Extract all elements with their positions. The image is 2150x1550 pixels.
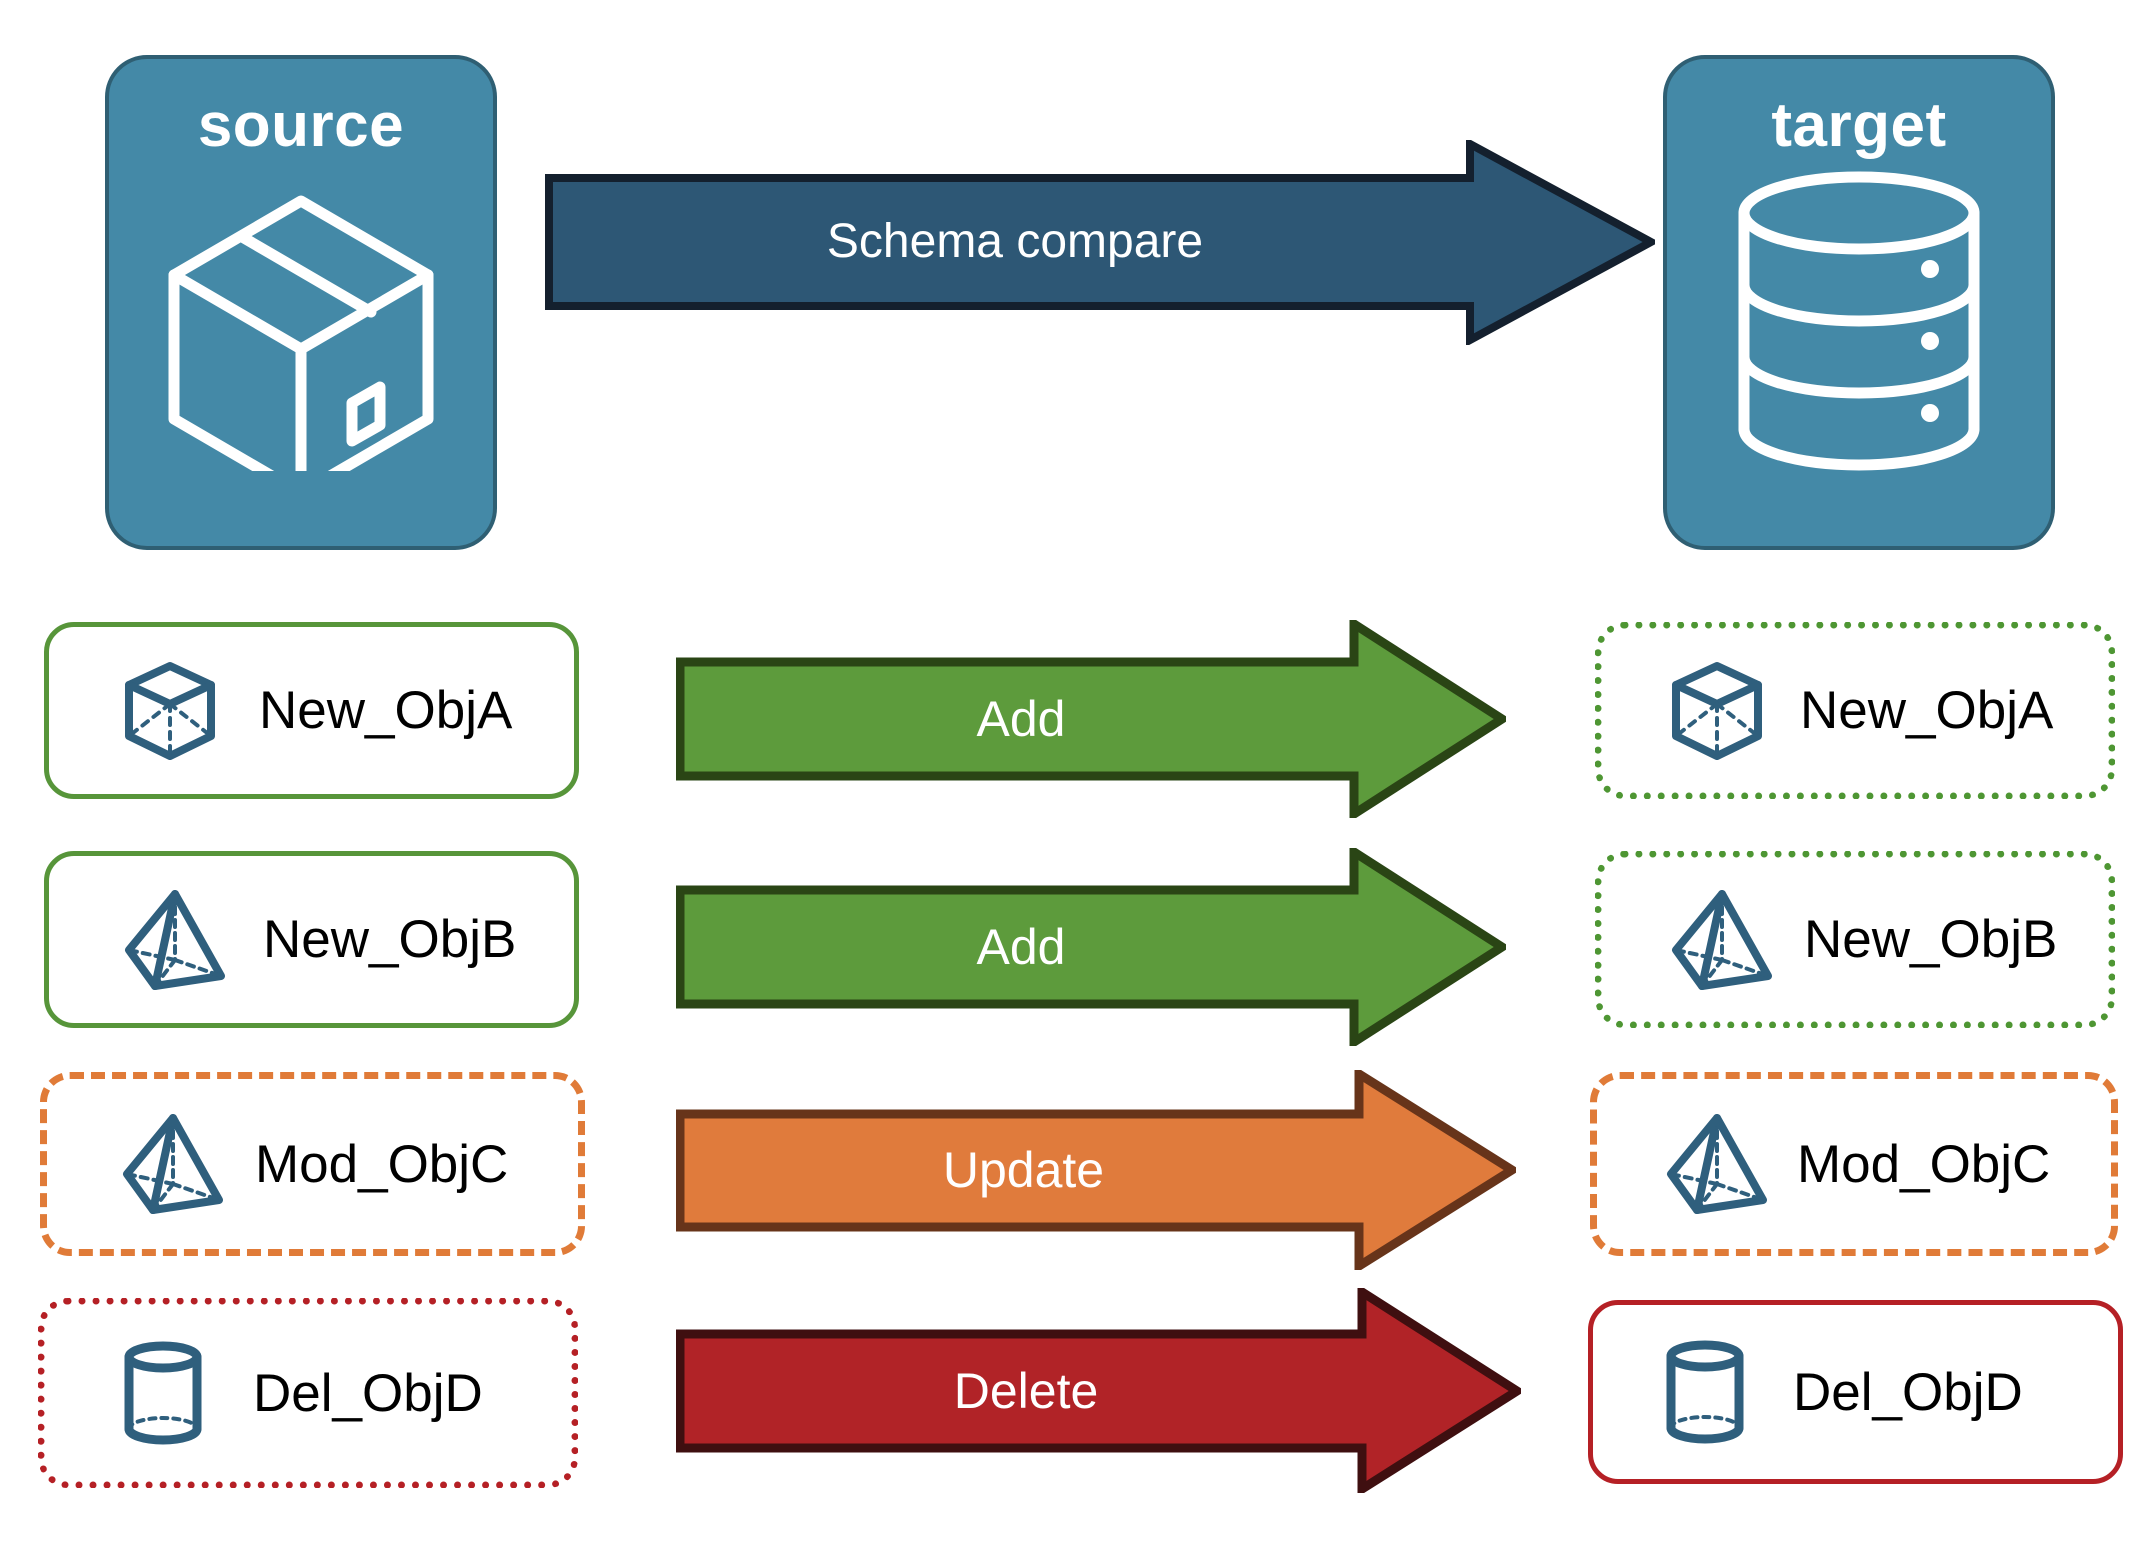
wireframe-cube-icon <box>123 660 217 762</box>
endpoint-target-label: target <box>1771 91 1947 160</box>
target-object-box-1[interactable]: New_ObjB <box>1595 851 2115 1028</box>
schema-compare-arrow-shape <box>545 137 1660 347</box>
endpoint-source[interactable]: source <box>105 55 497 550</box>
wireframe-pyramid-icon <box>1670 888 1774 992</box>
target-object-label-2: Mod_ObjC <box>1797 1134 2051 1194</box>
schema-compare-arrow-label: Schema compare <box>826 215 1204 268</box>
action-arrow-shape-1 <box>675 843 1511 1051</box>
wireframe-pyramid-icon <box>123 888 227 992</box>
action-arrow-label-3: Delete <box>953 1363 1099 1419</box>
database-cylinder-icon <box>1734 171 1984 476</box>
wireframe-cylinder-icon <box>1665 1340 1745 1444</box>
action-arrow-shape-3 <box>675 1283 1526 1498</box>
source-object-box-3[interactable]: Del_ObjD <box>38 1298 578 1488</box>
endpoint-target[interactable]: target <box>1663 55 2055 550</box>
source-object-label-2: Mod_ObjC <box>255 1134 509 1194</box>
source-object-label-3: Del_ObjD <box>253 1363 483 1423</box>
action-arrow-label-2: Update <box>942 1142 1105 1198</box>
wireframe-pyramid-icon <box>1665 1112 1769 1216</box>
target-object-label-3: Del_ObjD <box>1793 1362 2023 1422</box>
action-arrow-shape-0 <box>675 615 1511 823</box>
target-object-box-3[interactable]: Del_ObjD <box>1588 1300 2123 1484</box>
target-object-box-2[interactable]: Mod_ObjC <box>1590 1072 2118 1256</box>
package-box-icon <box>156 171 446 499</box>
action-arrow-label-1: Add <box>976 919 1066 975</box>
action-arrow-1[interactable]: Add <box>675 843 1511 1051</box>
endpoint-source-label: source <box>197 91 405 160</box>
schema-compare-arrow[interactable]: Schema compare <box>545 137 1660 347</box>
action-arrow-shape-2 <box>675 1065 1521 1275</box>
source-object-label-1: New_ObjB <box>263 910 517 969</box>
wireframe-pyramid-icon <box>121 1112 225 1216</box>
source-object-box-0[interactable]: New_ObjA <box>44 622 579 799</box>
action-arrow-label-0: Add <box>976 691 1066 747</box>
source-object-box-2[interactable]: Mod_ObjC <box>40 1072 585 1256</box>
action-arrow-3[interactable]: Delete <box>675 1283 1526 1498</box>
target-object-box-0[interactable]: New_ObjA <box>1595 622 2115 799</box>
target-object-label-0: New_ObjA <box>1800 681 2054 740</box>
wireframe-cube-icon <box>1670 660 1764 762</box>
action-arrow-2[interactable]: Update <box>675 1065 1521 1275</box>
source-object-box-1[interactable]: New_ObjB <box>44 851 579 1028</box>
source-object-label-0: New_ObjA <box>259 681 513 740</box>
target-object-label-1: New_ObjB <box>1804 910 2058 969</box>
wireframe-cylinder-icon <box>123 1341 203 1445</box>
action-arrow-0[interactable]: Add <box>675 615 1511 823</box>
